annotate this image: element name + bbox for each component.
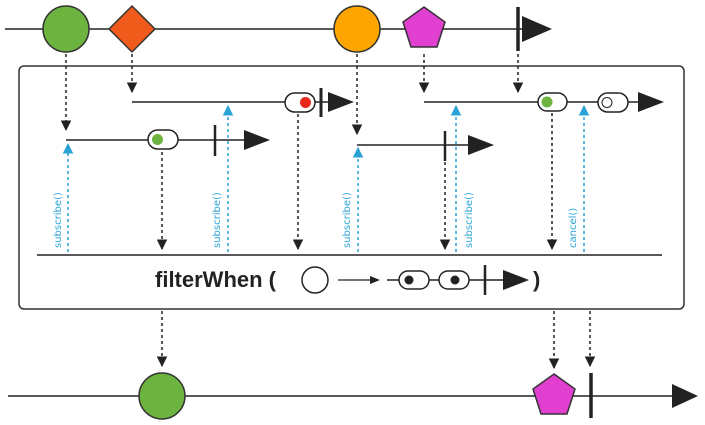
- inner-magenta-arrowhead: [638, 92, 664, 112]
- subscribe-label-2: subscribe(): [212, 192, 223, 248]
- upstream-signals: [62, 104, 590, 252]
- inner-green-arrowhead: [244, 130, 270, 150]
- mini-pill-2-dot: [450, 275, 460, 285]
- mini-timeline-arrowhead: [503, 270, 529, 290]
- output-timeline-arrowhead: [672, 384, 698, 408]
- output-magenta-pentagon-marble: [532, 373, 576, 415]
- mini-input-circle-icon: [301, 266, 329, 294]
- source-timeline: [5, 4, 552, 54]
- source-green-circle-marble: [42, 5, 90, 53]
- source-orange-diamond-marble: [107, 4, 157, 54]
- source-magenta-pentagon-marble: [402, 6, 446, 48]
- mini-pill-1-dot: [404, 275, 414, 285]
- inner-to-baseline-arrows: [156, 113, 558, 251]
- inner-publisher-magenta: [424, 92, 664, 113]
- cancel-label: cancel(): [568, 208, 579, 248]
- operator-label: filterWhen ( ): [155, 265, 540, 295]
- mini-arrowhead-icon: [370, 276, 380, 284]
- mini-pill-1-icon: [398, 270, 430, 290]
- subscribe-label-4: subscribe(): [464, 192, 475, 248]
- inner-publisher-amber: [357, 131, 494, 161]
- operator-box: [18, 65, 685, 310]
- inner-orange-false-dot: [300, 97, 311, 108]
- source-to-inner-arrows: [60, 54, 524, 136]
- output-timeline: [8, 372, 698, 420]
- operator-close-paren: ): [533, 267, 540, 292]
- inner-magenta-ghost-dot: [601, 97, 613, 108]
- operator-name: filterWhen (: [155, 267, 277, 292]
- inner-publisher-green: [66, 125, 270, 156]
- operator-to-output-arrows: [156, 311, 596, 370]
- inner-amber-arrowhead: [468, 135, 494, 155]
- source-amber-circle-marble: [333, 5, 381, 53]
- source-timeline-arrowhead: [522, 16, 552, 42]
- inner-green-true-dot: [152, 134, 163, 145]
- subscribe-label-3: subscribe(): [342, 192, 353, 248]
- output-green-circle-marble: [138, 372, 186, 420]
- inner-orange-arrowhead: [328, 92, 354, 112]
- subscribe-label-1: subscribe(): [53, 192, 64, 248]
- inner-magenta-true-dot: [541, 96, 553, 108]
- inner-publisher-orange: [132, 88, 354, 117]
